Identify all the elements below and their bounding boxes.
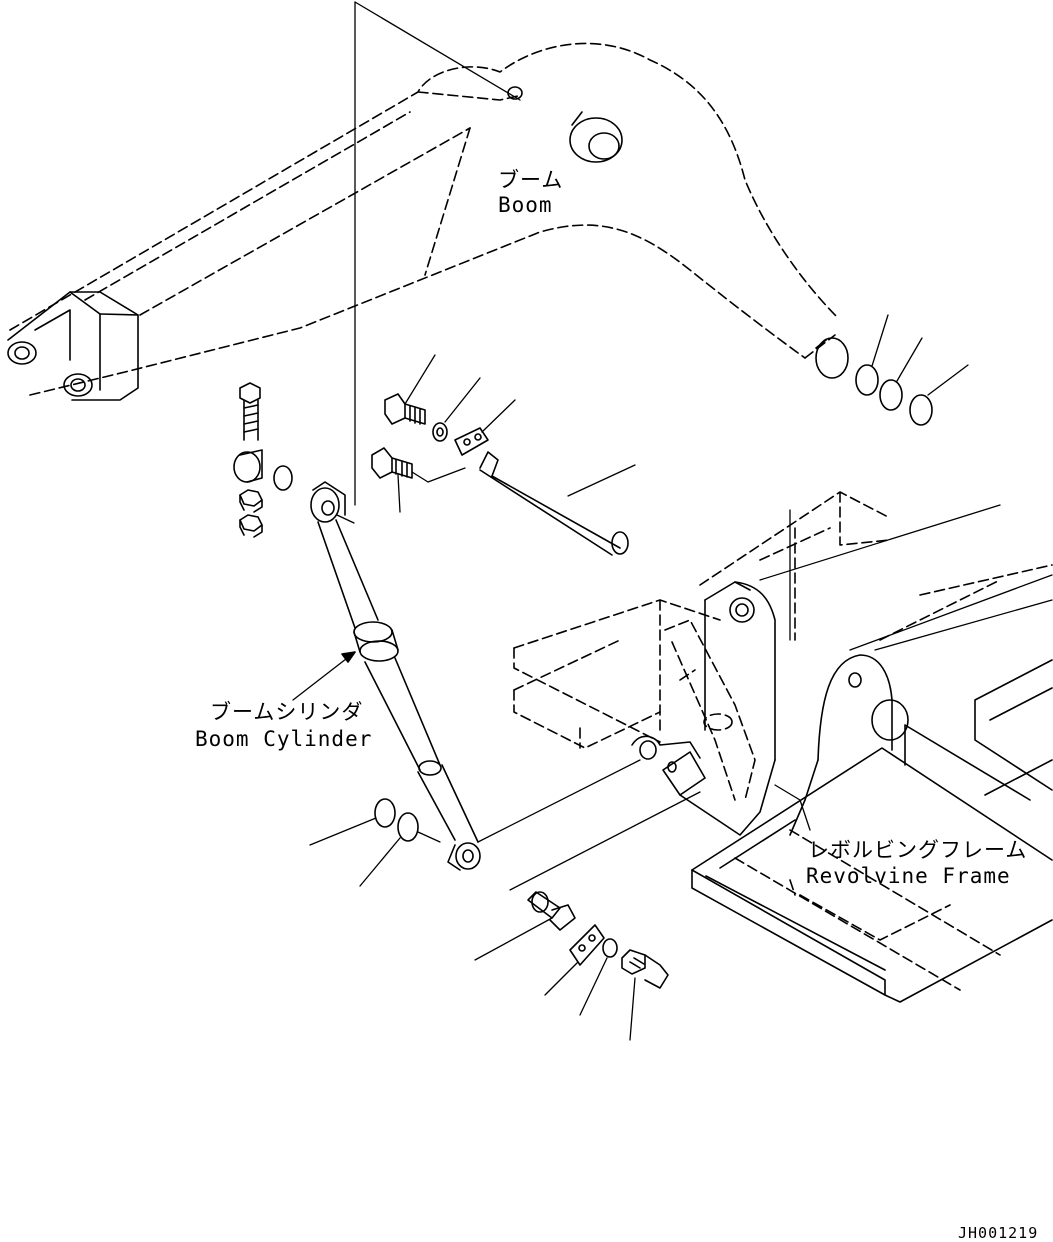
boom-cylinder-label-jp: ブームシリンダ <box>210 700 364 724</box>
boom-foot-bracket <box>631 509 909 836</box>
cylinder-bottom-pin-parts <box>474 791 701 1041</box>
boom-outline <box>9 42 839 396</box>
boom-arm-bracket <box>7 291 139 401</box>
drawing-code: JH001219 <box>958 1224 1039 1242</box>
revolving-frame-label-jp: レボルビングフレーム <box>808 838 1028 862</box>
reference-line <box>354 1 521 506</box>
boom-label-jp: ブーム <box>498 168 564 192</box>
cylinder-leader-arrow <box>292 651 356 701</box>
boom-foot-shims <box>855 314 969 426</box>
boom-top-boss <box>507 86 623 163</box>
boom-label-en: Boom <box>498 193 553 217</box>
revolving-frame-label-en: Revolvine Frame <box>806 864 1011 888</box>
boom-foot-pin-parts <box>371 354 636 556</box>
boom-cylinder <box>310 481 641 871</box>
revolving-frame <box>513 491 1053 1003</box>
boom-foot-boss <box>815 337 849 379</box>
boom-cylinder-label-en: Boom Cylinder <box>195 727 373 751</box>
cylinder-bottom-shims <box>309 798 441 887</box>
cylinder-head-hardware <box>233 382 293 538</box>
